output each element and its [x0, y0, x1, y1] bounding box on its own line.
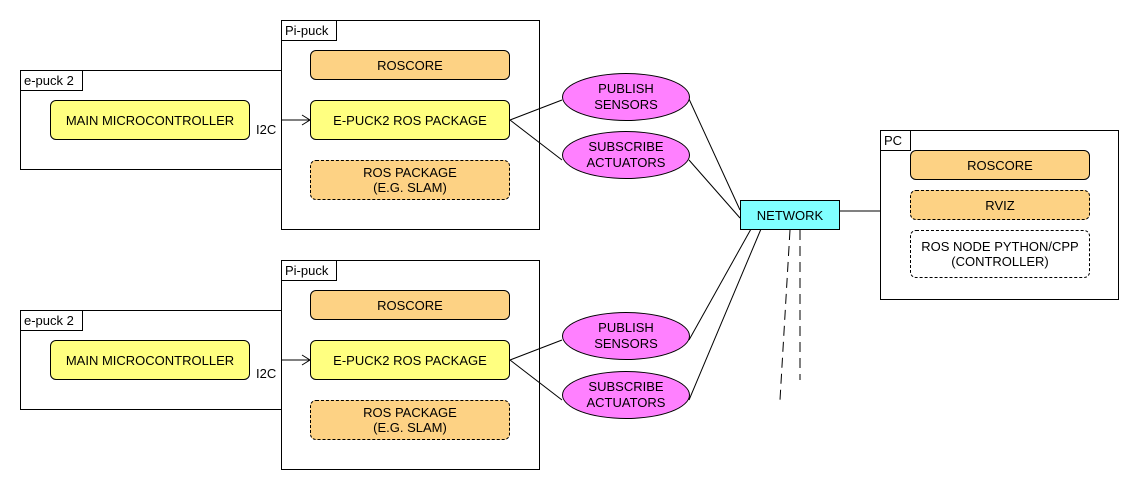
pipuck-frame-top: Pi-puck: [281, 20, 540, 230]
ros-node-controller[interactable]: ROS NODE PYTHON/CPP (CONTROLLER): [910, 230, 1090, 278]
edge-publish-network-bottom: [688, 228, 752, 341]
main-microcontroller-bottom[interactable]: MAIN MICROCONTROLLER: [50, 340, 250, 380]
topic-line2: SENSORS: [594, 97, 658, 112]
edge-pkg-publish-bottom: [509, 339, 563, 361]
topic-line2: ACTUATORS: [586, 395, 666, 410]
ros-package-slam-line2: (E.G. SLAM): [373, 420, 447, 435]
main-microcontroller-top[interactable]: MAIN MICROCONTROLLER: [50, 100, 250, 140]
edge-subscribe-network-top: [688, 159, 741, 219]
rviz-node[interactable]: RVIZ: [910, 190, 1090, 220]
ros-package-slam-bottom[interactable]: ROS PACKAGE (E.G. SLAM): [310, 400, 510, 440]
topic-line1: PUBLISH: [598, 320, 654, 335]
topic-publish-sensors-top[interactable]: PUBLISH SENSORS: [562, 73, 690, 121]
edge-pkg-subscribe-bottom: [509, 359, 563, 401]
edge-pkg-publish-top: [509, 99, 563, 121]
topic-subscribe-actuators-bottom[interactable]: SUBSCRIBE ACTUATORS: [562, 371, 690, 419]
topic-line2: SENSORS: [594, 336, 658, 351]
pipuck-frame-bottom: Pi-puck: [281, 260, 540, 470]
ros-package-slam-line2: (E.G. SLAM): [373, 180, 447, 195]
edge-pkg-subscribe-top: [509, 119, 563, 161]
edge-more-robots-1: [779, 229, 791, 401]
pipuck-title-top: Pi-puck: [282, 21, 338, 41]
edge-subscribe-network-bottom: [688, 228, 762, 401]
edge-publish-network-top: [688, 98, 741, 211]
roscore-pc[interactable]: ROSCORE: [910, 150, 1090, 180]
i2c-label-top: I2C: [256, 122, 277, 137]
ros-package-slam-line1: ROS PACKAGE: [363, 165, 457, 180]
topic-line1: PUBLISH: [598, 81, 654, 96]
epuck-title-bottom: e-puck 2: [21, 311, 83, 331]
ros-package-slam-top[interactable]: ROS PACKAGE (E.G. SLAM): [310, 160, 510, 200]
network-node[interactable]: NETWORK: [740, 200, 840, 230]
controller-line2: (CONTROLLER): [951, 254, 1049, 269]
controller-line1: ROS NODE PYTHON/CPP: [921, 239, 1079, 254]
topic-line2: ACTUATORS: [586, 155, 666, 170]
epuck2-ros-package-bottom[interactable]: E-PUCK2 ROS PACKAGE: [310, 340, 510, 380]
roscore-pipuck-top[interactable]: ROSCORE: [310, 50, 510, 80]
pipuck-title-bottom: Pi-puck: [282, 261, 338, 281]
roscore-pipuck-bottom[interactable]: ROSCORE: [310, 290, 510, 320]
topic-line1: SUBSCRIBE: [588, 139, 664, 154]
topic-subscribe-actuators-top[interactable]: SUBSCRIBE ACTUATORS: [562, 131, 690, 179]
epuck-title-top: e-puck 2: [21, 71, 83, 91]
i2c-label-bottom: I2C: [256, 366, 277, 381]
pc-title: PC: [881, 131, 912, 151]
ros-package-slam-line1: ROS PACKAGE: [363, 405, 457, 420]
epuck2-ros-package-top[interactable]: E-PUCK2 ROS PACKAGE: [310, 100, 510, 140]
topic-line1: SUBSCRIBE: [588, 379, 664, 394]
topic-publish-sensors-bottom[interactable]: PUBLISH SENSORS: [562, 312, 690, 360]
